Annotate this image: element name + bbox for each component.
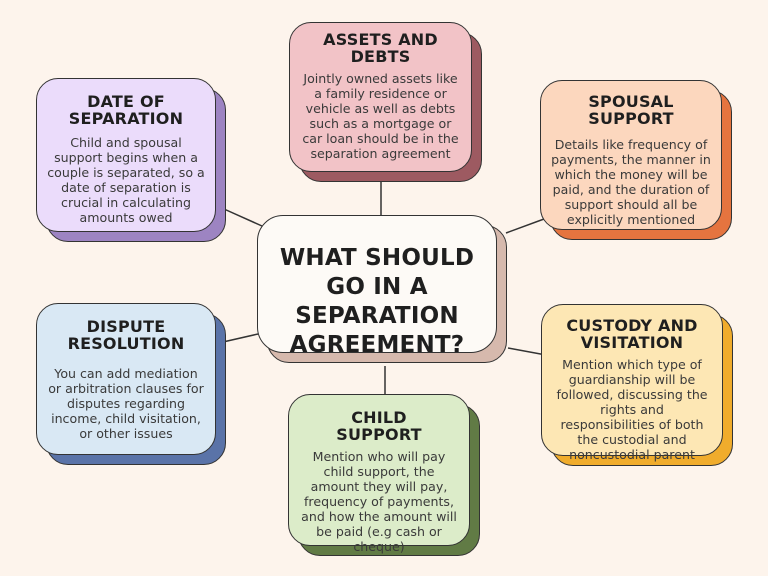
card-title: ASSETS AND DEBTS [323,30,438,66]
card-custody-and-visitation: CUSTODY AND VISITATION Mention which typ… [541,304,733,466]
card-spousal-support: SPOUSAL SUPPORT Details like frequency o… [540,80,732,240]
card-body: Jointly owned assets like a family resid… [302,71,459,161]
card-title: SPOUSAL SUPPORT [588,92,674,128]
card-face: ASSETS AND DEBTS Jointly owned assets li… [289,22,472,172]
connector-custody [507,347,547,356]
card-face: CUSTODY AND VISITATION Mention which typ… [541,304,723,462]
connector-spousal [505,218,545,234]
card-dispute-resolution: DISPUTE RESOLUTION You can add mediation… [36,303,226,465]
connector-dispute [222,333,259,343]
card-title: DATE OF SEPARATION [68,92,184,128]
card-face: DATE OF SEPARATION Child and spousal sup… [36,78,216,232]
card-face: CHILD SUPPORT Mention who will pay child… [288,394,470,554]
card-child-support: CHILD SUPPORT Mention who will pay child… [288,394,480,556]
card-body: Mention which type of guardianship will … [556,357,708,462]
card-body: You can add mediation or arbitration cla… [48,366,204,441]
card-title: CHILD SUPPORT [336,408,422,444]
card-body: Mention who will pay child support, the … [301,449,457,554]
center-card-face: WHAT SHOULD GO IN A SEPARATION AGREEMENT… [257,215,497,358]
card-date-of-separation: DATE OF SEPARATION Child and spousal sup… [36,78,226,242]
card-face: SPOUSAL SUPPORT Details like frequency o… [540,80,722,230]
center-title: WHAT SHOULD GO IN A SEPARATION AGREEMENT… [279,245,475,358]
card-title: CUSTODY AND VISITATION [566,316,698,352]
card-title: DISPUTE RESOLUTION [67,317,185,353]
center-card: WHAT SHOULD GO IN A SEPARATION AGREEMENT… [257,215,507,363]
card-assets-and-debts: ASSETS AND DEBTS Jointly owned assets li… [289,22,482,182]
card-body: Details like frequency of payments, the … [551,137,711,227]
connector-date [223,208,263,227]
card-body: Child and spousal support begins when a … [47,135,205,225]
card-face: DISPUTE RESOLUTION You can add mediation… [36,303,216,455]
